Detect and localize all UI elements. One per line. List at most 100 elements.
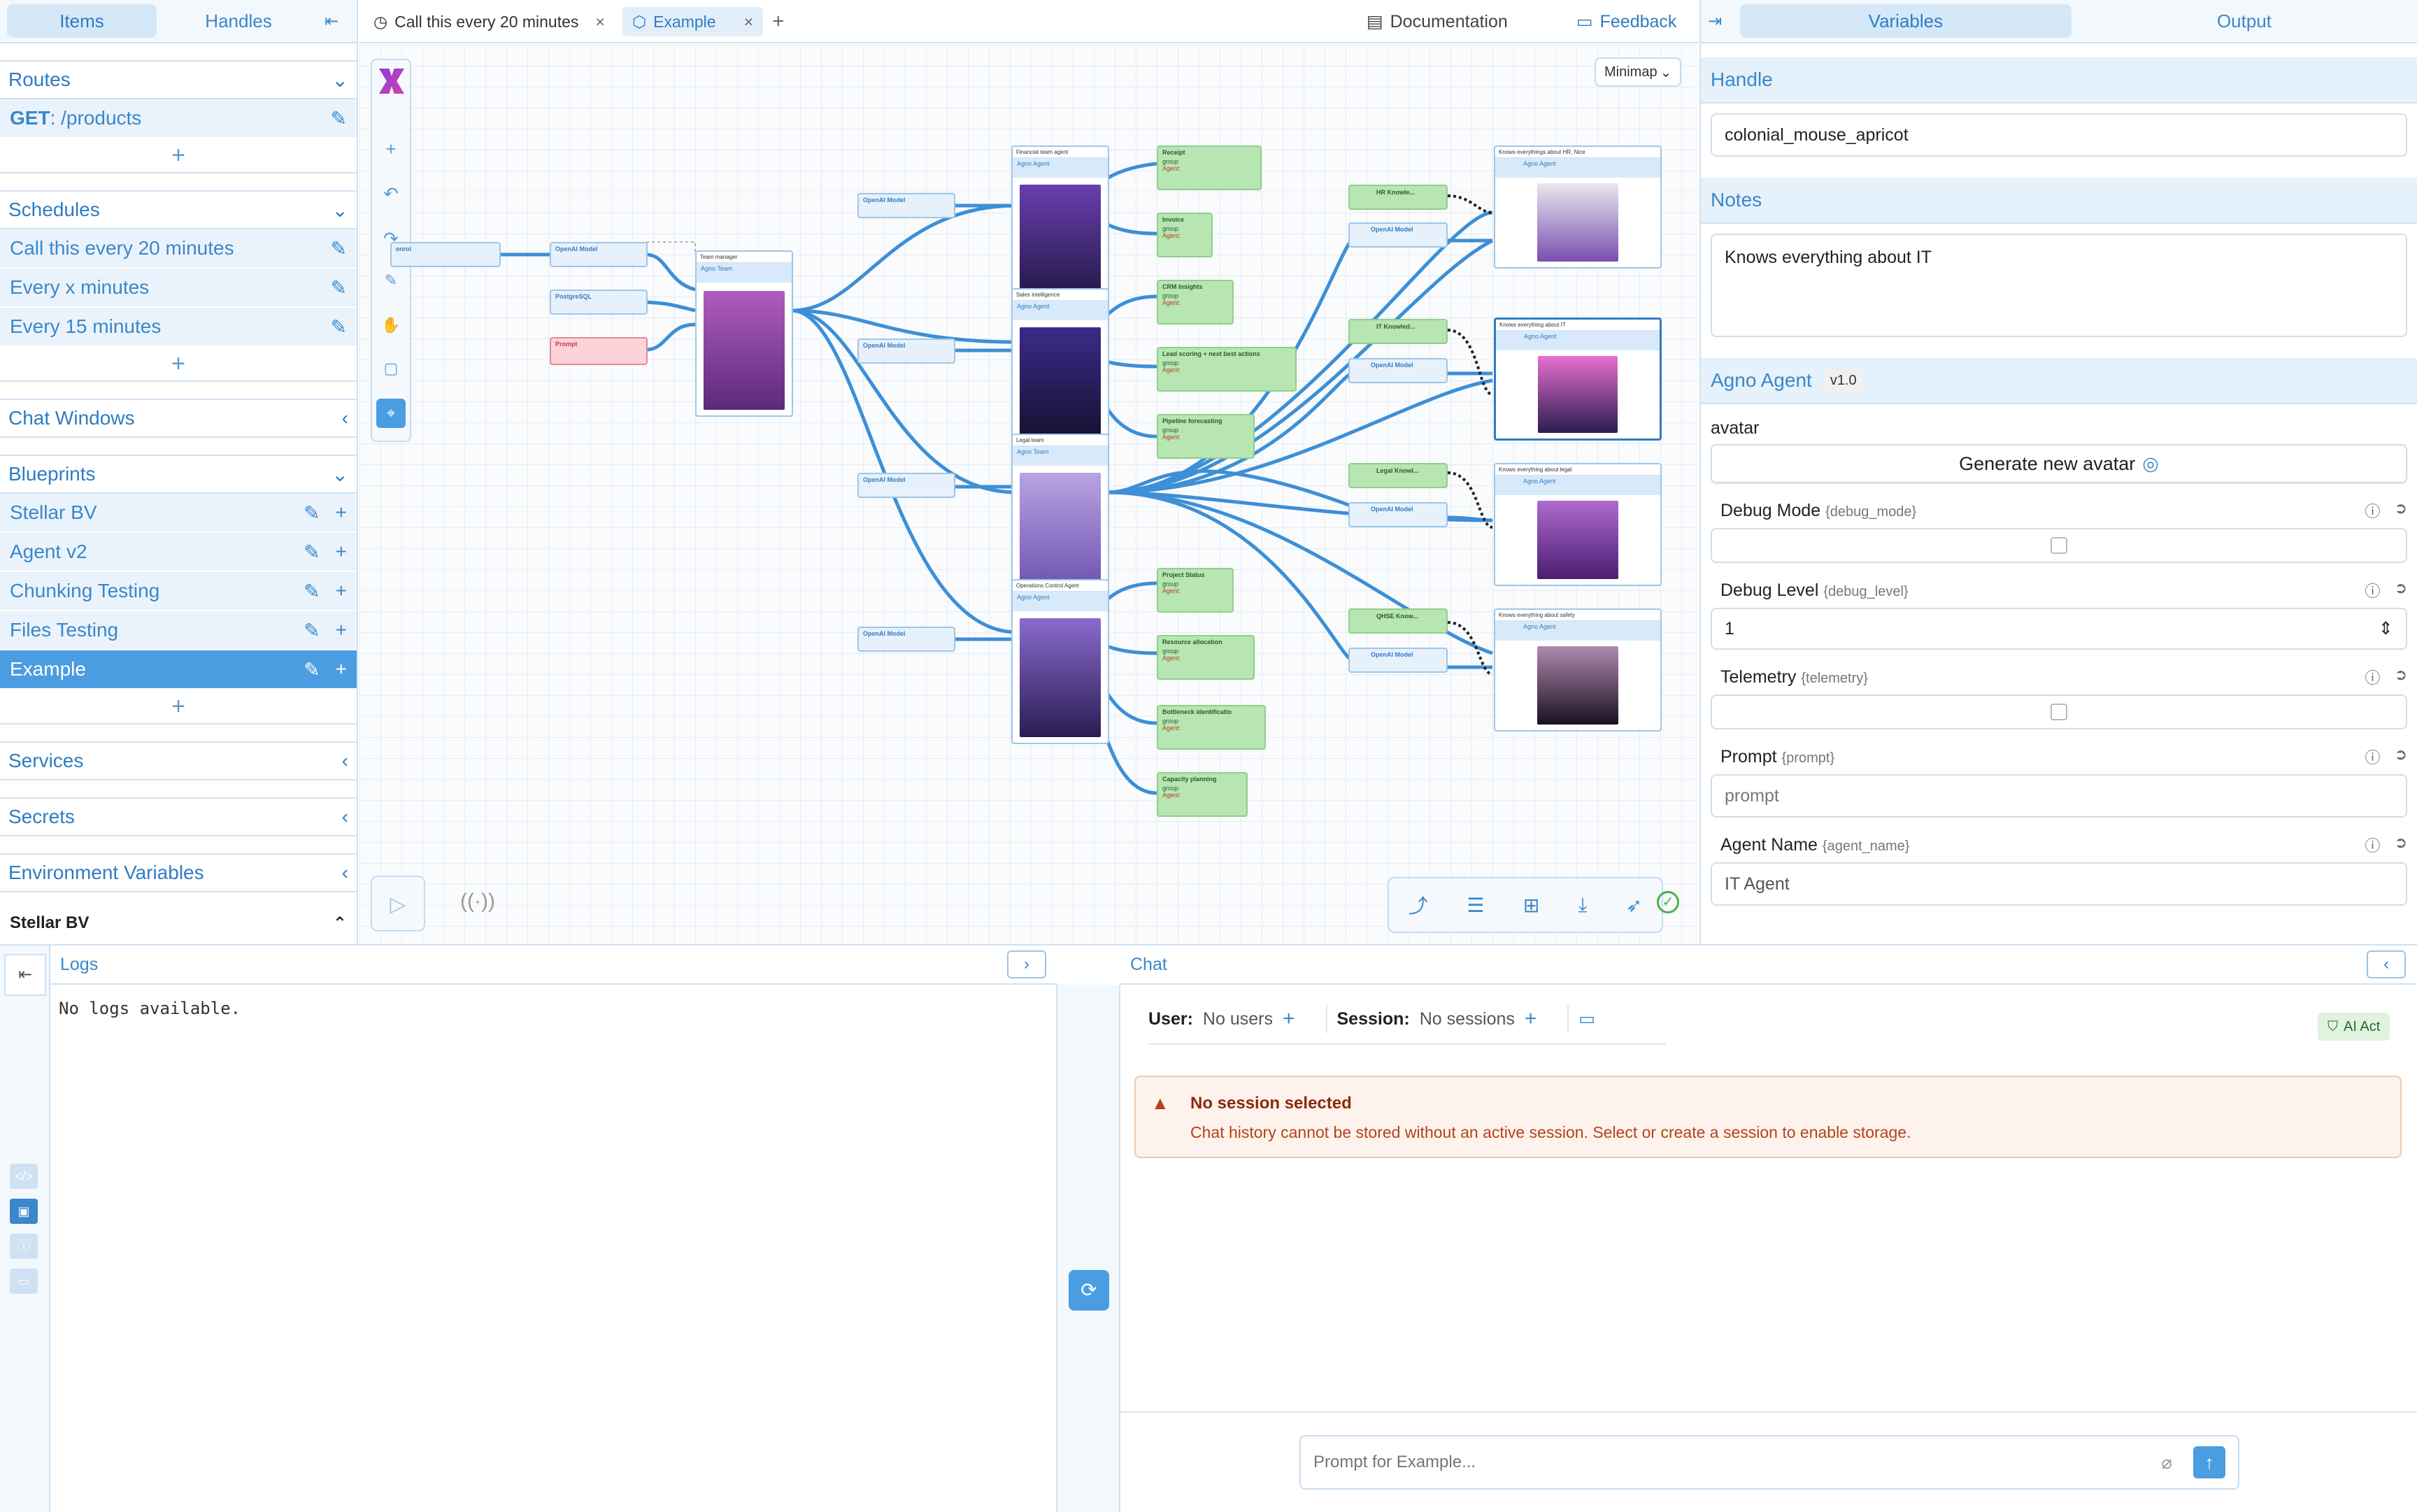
tab-schedule[interactable]: ◷Call this every 20 minutes× [373,7,605,36]
new-tab-button[interactable]: + [772,10,785,33]
pencil-icon[interactable]: ✎ [304,501,320,524]
flow-canvas[interactable]: + ↶ ↷ ✎ ✋ ▢ ⌖ Minimap⌄ [359,45,1698,944]
hr-agent-card[interactable]: Knows everythings about HR, Nice Agno Ag… [1494,145,1662,269]
plus-icon[interactable]: + [335,541,347,562]
debug-level-input[interactable]: 1⇕ [1711,608,2407,650]
ai-act-badge[interactable]: ⛉AI Act [2318,1013,2390,1041]
legal-knowledge-node[interactable]: Legal Knowl... [1348,463,1448,488]
openai-node[interactable]: OpenAI Model [1348,222,1448,248]
event-node[interactable]: enrol [390,242,501,267]
arrow-circle-icon[interactable]: ➲ [2394,579,2407,597]
arrow-circle-icon[interactable]: ➲ [2394,746,2407,763]
code-icon[interactable]: </> [10,1164,38,1189]
arrow-circle-icon[interactable]: ➲ [2394,666,2407,683]
openai-node[interactable]: OpenAI Model [857,627,955,652]
route-item[interactable]: GET: /products✎ [0,99,357,138]
minimap-button[interactable]: Minimap⌄ [1595,57,1682,87]
blueprint-item[interactable]: Chunking Testing✎+ [0,572,357,611]
feedback-link[interactable]: ▭Feedback [1576,7,1676,36]
tab-handles[interactable]: Handles [205,10,272,31]
plus-icon[interactable]: + [335,501,347,523]
hr-knowledge-node[interactable]: HR Knowle... [1348,185,1448,210]
close-icon[interactable]: × [743,12,754,31]
openai-node[interactable]: OpenAI Model [1348,502,1448,527]
send-icon[interactable]: ↑ [2193,1446,2225,1478]
share-icon[interactable]: ⤴ [1408,895,1428,917]
add-node-icon[interactable]: + [385,138,397,159]
operations-agent-card[interactable]: Operations Control Agent Agno Agent [1011,579,1109,744]
pencil-icon[interactable]: ✎ [304,580,320,602]
chevron-left-icon[interactable]: ‹ [2367,950,2406,978]
pencil-icon[interactable]: ✎ [330,107,347,129]
play-button[interactable]: ▷ [371,876,425,932]
chat-prompt-input[interactable] [1313,1453,2083,1472]
tab-items[interactable]: Items [7,4,157,38]
add-schedule-button[interactable]: + [0,347,357,382]
pencil-icon[interactable]: ✎ [304,619,320,641]
rocket-icon[interactable]: ➶ [1625,894,1643,916]
it-knowledge-node[interactable]: IT Knowled... [1348,319,1448,344]
openai-node[interactable]: OpenAI Model [1348,358,1448,383]
add-blueprint-button[interactable]: + [0,690,357,725]
plus-icon[interactable]: + [335,658,347,680]
safety-agent-card[interactable]: Knows everything about safety Agno Agent [1494,608,1662,732]
close-icon[interactable]: × [595,12,605,31]
openai-node[interactable]: OpenAI Model [857,338,955,364]
tab-example[interactable]: ⬡Example× [622,7,764,36]
notes-textarea[interactable]: Knows everything about IT [1711,234,2407,337]
openai-node[interactable]: OpenAI Model [550,242,648,267]
plus-icon[interactable]: + [335,619,347,641]
download-icon[interactable]: ⤓ [1578,893,1588,915]
sales-agent-card[interactable]: Sales intelligence Agno Agent [1011,288,1109,453]
routes-header[interactable]: Routes⌄ [0,60,357,99]
info-icon[interactable]: ⓘ [2365,749,2381,766]
qhse-knowledge-node[interactable]: QHSE Know... [1348,608,1448,634]
brush-icon[interactable]: ✎ [384,271,398,289]
documentation-link[interactable]: ▤Documentation [1367,7,1508,36]
telemetry-checkbox[interactable] [2051,704,2067,720]
arrow-circle-icon[interactable]: ➲ [2394,834,2407,851]
hand-icon[interactable]: ✋ [381,316,401,334]
blueprint-item[interactable]: Agent v2✎+ [0,533,357,572]
blueprint-item[interactable]: Files Testing✎+ [0,611,357,650]
env-vars-header[interactable]: Environment Variables‹ [0,853,357,892]
debug-mode-checkbox[interactable] [2051,537,2067,554]
info-icon[interactable]: ⓘ [2365,503,2381,520]
collapse-sidebar-icon[interactable]: ⇤ [325,11,339,31]
secrets-header[interactable]: Secrets‹ [0,797,357,836]
square-icon[interactable]: ▢ [383,359,399,377]
blueprints-header[interactable]: Blueprints⌄ [0,455,357,494]
prompt-node[interactable]: Prompt [550,337,648,365]
schedule-item[interactable]: Call this every 20 minutes✎ [0,229,357,269]
agent-name-input[interactable]: IT Agent [1711,862,2407,906]
folder-icon[interactable]: ▭ [10,1269,38,1294]
pencil-icon[interactable]: ✎ [330,315,347,338]
financial-agent-card[interactable]: Financial team agent Agno Agent [1011,145,1109,311]
handle-input[interactable]: colonial_mouse_apricot [1711,113,2407,157]
plus-icon[interactable]: + [335,580,347,601]
prompt-input[interactable]: prompt [1711,774,2407,818]
info-icon[interactable]: ⓘ [2365,837,2381,855]
refresh-icon[interactable]: ⟳ [1069,1270,1109,1311]
team-manager-card[interactable]: Team manager Agno Team [695,250,793,417]
arrow-circle-icon[interactable]: ➲ [2394,499,2407,517]
terminal-icon[interactable]: ▣ [10,1199,38,1224]
paperclip-icon[interactable]: ⌀ [2161,1451,2172,1473]
add-session-button[interactable]: + [1524,1007,1537,1030]
stellar-section[interactable]: Stellar BV⌃ [0,909,357,937]
it-agent-card-selected[interactable]: Knows everything about IT Agno Agent [1494,318,1662,441]
chat-bubble-icon[interactable]: ▭ [1578,1009,1596,1029]
schedule-item[interactable]: Every 15 minutes✎ [0,308,357,347]
info-icon[interactable]: ⓘ [10,1234,38,1259]
blueprint-item-selected[interactable]: Example✎+ [0,650,357,690]
stepper-icon[interactable]: ⇕ [2379,619,2393,639]
broadcast-icon[interactable]: ((·)) [460,890,495,913]
